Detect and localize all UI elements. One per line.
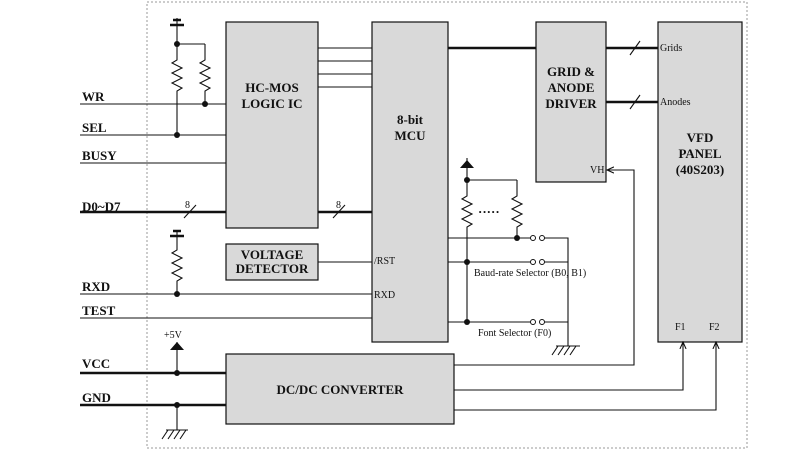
pin-sel: SEL <box>82 120 107 135</box>
logic-to-mcu-wires: 8 <box>318 47 372 219</box>
pin-rxd-label: RXD <box>374 290 395 301</box>
selector-switches: ····· Baud-rate Selector (B0, B1) Font S… <box>448 158 586 356</box>
pin-wr: WR <box>82 89 105 104</box>
pin-vh-label: VH <box>590 165 604 176</box>
vh-supply: VH <box>454 165 635 366</box>
mcu-block: 8-bit MCU <box>371 21 449 343</box>
pullup-resistor-rxd <box>170 229 184 297</box>
plus5v-label: +5V <box>164 330 183 341</box>
logic-ic-label-1: HC-MOS <box>245 80 298 95</box>
pullup-resistors-wr-sel <box>170 18 212 138</box>
logic-ic-label-2: LOGIC IC <box>241 96 302 111</box>
pin-anodes-label: Anodes <box>660 97 691 108</box>
bus-width-mcu: 8 <box>336 200 341 211</box>
pin-f2-label: F2 <box>709 322 720 333</box>
voltage-detector-label-1: VOLTAGE <box>241 247 304 262</box>
voltage-detector-label-2: DETECTOR <box>236 261 309 276</box>
bus-width-in: 8 <box>185 200 190 211</box>
resistor-ellipsis: ····· <box>478 204 500 219</box>
mcu-label-2: MCU <box>394 128 426 143</box>
voltage-detector-block: VOLTAGE DETECTOR <box>225 243 319 281</box>
vfd-label-1: VFD <box>687 130 714 145</box>
input-signals: WR SEL BUSY D0~D7 8 RXD TEST VCC GND <box>80 89 372 407</box>
driver-label-2: ANODE <box>548 80 595 95</box>
driver-to-vfd: Grids Anodes <box>606 40 691 110</box>
module-frame <box>146 1 748 449</box>
filament-supply: F1 F2 <box>454 322 720 411</box>
vfd-label-2: PANEL <box>678 146 721 161</box>
vfd-label-3: (40S203) <box>676 162 724 177</box>
pin-rst-label: /RST <box>374 256 395 267</box>
baud-selector-label: Baud-rate Selector (B0, B1) <box>474 268 586 279</box>
pin-test: TEST <box>82 303 116 318</box>
font-selector-label: Font Selector (F0) <box>478 328 551 339</box>
driver-label-3: DRIVER <box>545 96 597 111</box>
dcdc-label: DC/DC CONVERTER <box>276 382 404 397</box>
mcu-label-1: 8-bit <box>397 112 424 127</box>
reset-line: /RST RXD <box>318 256 395 301</box>
logic-ic-block: HC-MOS LOGIC IC <box>225 21 319 229</box>
pin-f1-label: F1 <box>675 322 686 333</box>
vfd-panel-block: VFD PANEL (40S203) <box>657 21 743 343</box>
dcdc-converter-block: DC/DC CONVERTER <box>225 353 455 425</box>
pin-busy: BUSY <box>82 148 117 163</box>
driver-label-1: GRID & <box>547 64 595 79</box>
pin-rxd: RXD <box>82 279 110 294</box>
pin-grids-label: Grids <box>660 43 682 54</box>
power-symbols: +5V <box>161 330 188 440</box>
pin-vcc: VCC <box>82 356 110 371</box>
pin-gnd: GND <box>82 390 111 405</box>
pin-data-bus: D0~D7 <box>82 199 121 214</box>
grid-anode-driver-block: GRID & ANODE DRIVER <box>535 21 607 183</box>
